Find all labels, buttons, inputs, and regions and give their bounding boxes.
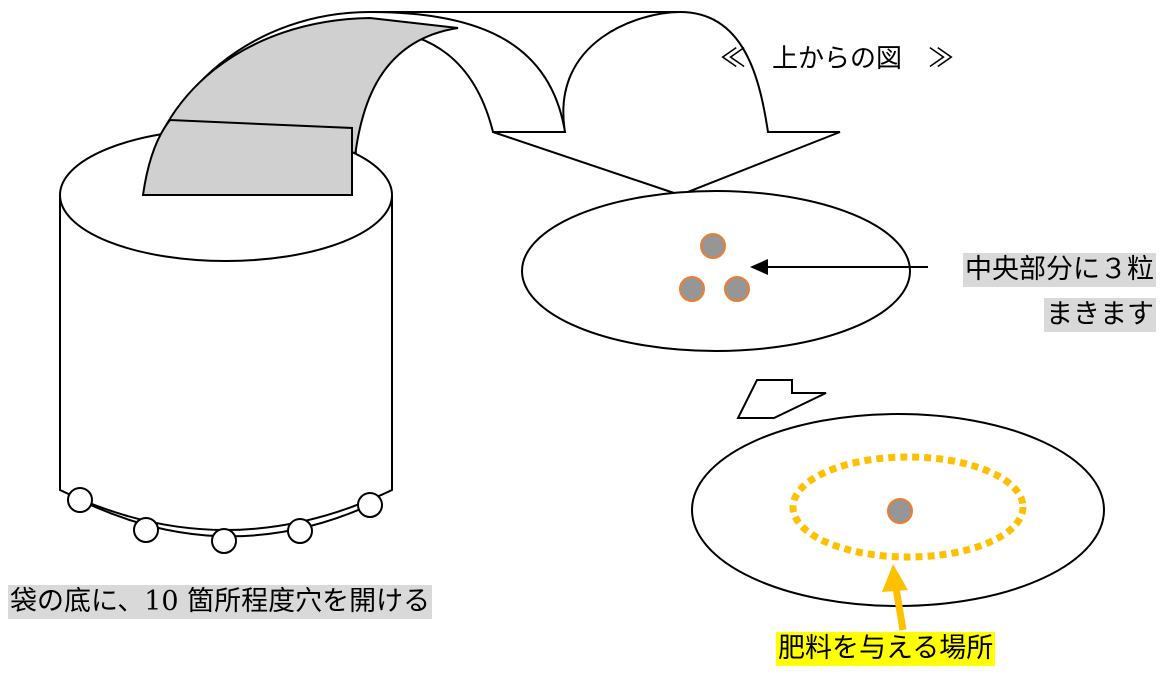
drain-hole bbox=[211, 528, 237, 554]
seed bbox=[700, 233, 726, 259]
top-view-ellipse bbox=[521, 190, 911, 352]
drain-hole bbox=[287, 518, 313, 544]
fertilizer-arrow-shaft bbox=[892, 587, 907, 631]
bag-gray-band-overlap bbox=[141, 118, 354, 196]
seed-label-arrowhead bbox=[750, 259, 768, 275]
top-view-seeds bbox=[521, 190, 928, 352]
seed bbox=[679, 276, 705, 302]
bag-note: 袋の底に、10 箇所程度穴を開ける bbox=[8, 585, 433, 619]
down-arrow bbox=[736, 379, 827, 419]
fertilizer-label: 肥料を与える場所 bbox=[776, 632, 996, 666]
fertilizer-arrowhead bbox=[882, 564, 908, 592]
top-view-title: ≪ 上からの図 ≫ bbox=[720, 44, 955, 74]
fertilizer-ring bbox=[789, 453, 1027, 561]
drain-hole bbox=[67, 487, 93, 513]
seed-label-line1: 中央部分に３粒 bbox=[963, 253, 1156, 287]
drain-hole bbox=[133, 517, 159, 543]
bag bbox=[59, 118, 393, 554]
seed-label-line2: まきます bbox=[1044, 298, 1156, 332]
drain-hole bbox=[357, 492, 383, 518]
seed bbox=[724, 276, 750, 302]
top-view-fertilizer bbox=[691, 413, 1105, 631]
seedling bbox=[887, 498, 913, 524]
seed-label: 中央部分に３粒 まきます bbox=[928, 253, 1156, 335]
